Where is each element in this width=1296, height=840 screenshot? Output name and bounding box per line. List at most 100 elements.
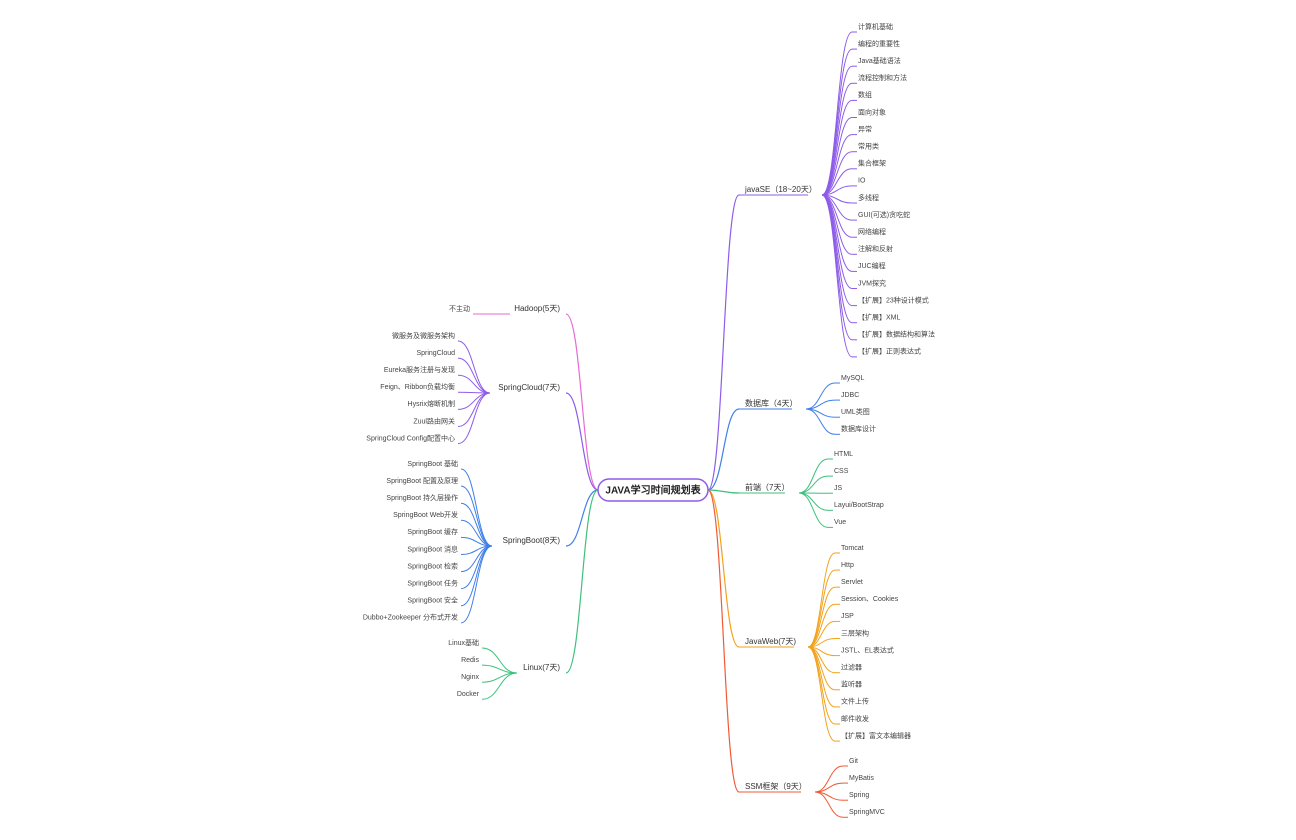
- leaf-node[interactable]: SpringBoot 任务: [407, 579, 458, 588]
- leaf-node[interactable]: Nginx: [461, 674, 479, 681]
- leaf-node[interactable]: 多线程: [858, 193, 879, 202]
- leaf-node[interactable]: HTML: [834, 451, 853, 458]
- branch-label[interactable]: 前端（7天）: [745, 482, 789, 492]
- leaf-node[interactable]: SpringBoot 缓存: [407, 527, 458, 536]
- leaf-node[interactable]: 流程控制和方法: [858, 73, 907, 82]
- leaf-node[interactable]: IO: [858, 178, 866, 185]
- leaf-node[interactable]: SpringCloud Config配置中心: [366, 433, 455, 442]
- leaf-node[interactable]: SpringBoot 安全: [407, 596, 458, 605]
- leaf-node[interactable]: SpringBoot 消息: [407, 544, 458, 553]
- leaf-node[interactable]: Zuul路由网关: [413, 416, 455, 425]
- root-node[interactable]: [597, 478, 709, 502]
- leaf-connector: [481, 672, 518, 700]
- leaf-node[interactable]: 常用类: [858, 142, 879, 151]
- leaf-node[interactable]: Vue: [834, 519, 846, 526]
- leaf-node[interactable]: 监听器: [841, 680, 862, 689]
- leaf-node[interactable]: 文件上传: [841, 697, 869, 706]
- leaf-connector: [798, 475, 829, 494]
- leaf-connector: [821, 117, 853, 196]
- leaf-node[interactable]: Feign、Ribbon负载均衡: [380, 382, 455, 391]
- leaf-node[interactable]: 【扩展】23种设计模式: [858, 295, 929, 304]
- leaf-node[interactable]: GUI(可选)贪吃蛇: [858, 210, 910, 219]
- leaf-node[interactable]: Session、Cookies: [841, 596, 899, 603]
- leaf-node[interactable]: Tomcat: [841, 545, 864, 552]
- leaf-node[interactable]: Git: [849, 758, 858, 765]
- leaf-node[interactable]: UML类图: [841, 407, 870, 416]
- leaf-connector: [805, 382, 836, 410]
- branch-label[interactable]: SpringCloud(7天): [498, 383, 560, 392]
- leaf-node[interactable]: Layui/BootStrap: [834, 502, 884, 509]
- branch-label[interactable]: SpringBoot(8天): [503, 536, 561, 545]
- leaf-node[interactable]: MyBatis: [849, 775, 874, 782]
- leaf-node[interactable]: 【扩展】数据结构和算法: [858, 330, 935, 339]
- leaf-connector: [807, 586, 836, 648]
- leaf-node[interactable]: 面向对象: [858, 107, 886, 116]
- leaf-connector: [457, 392, 491, 427]
- leaf-node[interactable]: SpringCloud: [416, 350, 455, 357]
- leaf-connector: [807, 552, 836, 648]
- leaf-node[interactable]: Docker: [457, 691, 480, 698]
- branch-connector: [707, 489, 740, 793]
- leaf-connector: [481, 647, 518, 674]
- leaf-node[interactable]: 邮件收发: [841, 714, 869, 723]
- leaf-node[interactable]: Eureka服务注册与发现: [384, 365, 455, 374]
- leaf-node[interactable]: SpringBoot 持久层操作: [386, 493, 458, 502]
- leaf-node[interactable]: JVM探究: [858, 278, 886, 287]
- leaf-node[interactable]: SpringBoot 检索: [407, 561, 458, 570]
- leaf-node[interactable]: 异常: [858, 124, 872, 133]
- leaf-node[interactable]: 不主动: [449, 304, 470, 313]
- leaf-node[interactable]: Dubbo+Zookeeper 分布式开发: [363, 613, 458, 622]
- leaf-node[interactable]: 微服务及微服务架构: [392, 331, 455, 340]
- leaf-node[interactable]: SpringBoot 配置及原理: [386, 477, 458, 485]
- leaf-node[interactable]: SpringBoot Web开发: [393, 510, 458, 519]
- branch-connector: [565, 392, 599, 491]
- leaf-node[interactable]: 三层架构: [841, 628, 869, 637]
- leaf-node[interactable]: Spring: [849, 792, 869, 799]
- leaf-node[interactable]: 网络编程: [858, 227, 886, 236]
- leaf-node[interactable]: JS: [834, 485, 843, 492]
- leaf-node[interactable]: 集合框架: [858, 159, 886, 168]
- leaf-node[interactable]: Servlet: [841, 579, 863, 586]
- leaf-node[interactable]: Redis: [461, 657, 479, 664]
- branch-label[interactable]: SSM框架（9天）: [745, 781, 807, 791]
- leaf-node[interactable]: Http: [841, 562, 854, 569]
- branch-connector: [565, 489, 599, 674]
- branch-label[interactable]: 数据库（4天）: [745, 398, 797, 408]
- leaf-node[interactable]: Linux基础: [448, 638, 479, 647]
- leaf-node[interactable]: SpringMVC: [849, 809, 885, 816]
- leaf-node[interactable]: 过滤器: [841, 663, 862, 672]
- branch-label[interactable]: Linux(7天): [523, 663, 560, 672]
- leaf-node[interactable]: Hysrix熔断机制: [408, 399, 455, 408]
- leaf-node[interactable]: 数据库设计: [841, 424, 876, 433]
- branch-label[interactable]: JavaWeb(7天): [745, 637, 796, 646]
- leaf-node[interactable]: JSTL、EL表达式: [841, 645, 894, 654]
- leaf-node[interactable]: 【扩展】XML: [858, 313, 900, 322]
- leaf-node[interactable]: 【扩展】富文本编辑器: [841, 731, 911, 740]
- leaf-connector: [457, 392, 491, 445]
- branch-connector: [707, 408, 740, 491]
- leaf-connector: [821, 99, 853, 196]
- leaf-node[interactable]: 编程的重要性: [858, 39, 900, 48]
- branch-connector: [707, 194, 740, 491]
- leaf-connector: [457, 357, 491, 394]
- leaf-node[interactable]: 数组: [858, 90, 872, 99]
- leaf-node[interactable]: Java基础语法: [858, 56, 901, 65]
- leaf-connector: [807, 646, 836, 742]
- branch-label[interactable]: javaSE（18~20天）: [744, 185, 817, 194]
- leaf-node[interactable]: JDBC: [841, 392, 859, 399]
- leaf-connector: [798, 458, 829, 494]
- leaf-node[interactable]: 注解和反射: [858, 244, 893, 253]
- leaf-node[interactable]: JSP: [841, 613, 854, 620]
- leaf-connector: [821, 65, 853, 196]
- leaf-connector: [805, 408, 836, 435]
- leaf-node[interactable]: JUC编程: [858, 261, 886, 270]
- leaf-node[interactable]: CSS: [834, 468, 849, 475]
- leaf-connector: [807, 646, 836, 725]
- leaf-node[interactable]: 计算机基础: [858, 22, 893, 31]
- branch-label[interactable]: Hadoop(5天): [514, 304, 560, 313]
- leaf-connector: [821, 151, 853, 196]
- leaf-node[interactable]: 【扩展】正则表达式: [858, 347, 921, 356]
- leaf-node[interactable]: SpringBoot 基础: [407, 459, 458, 468]
- leaf-node[interactable]: MySQL: [841, 375, 864, 382]
